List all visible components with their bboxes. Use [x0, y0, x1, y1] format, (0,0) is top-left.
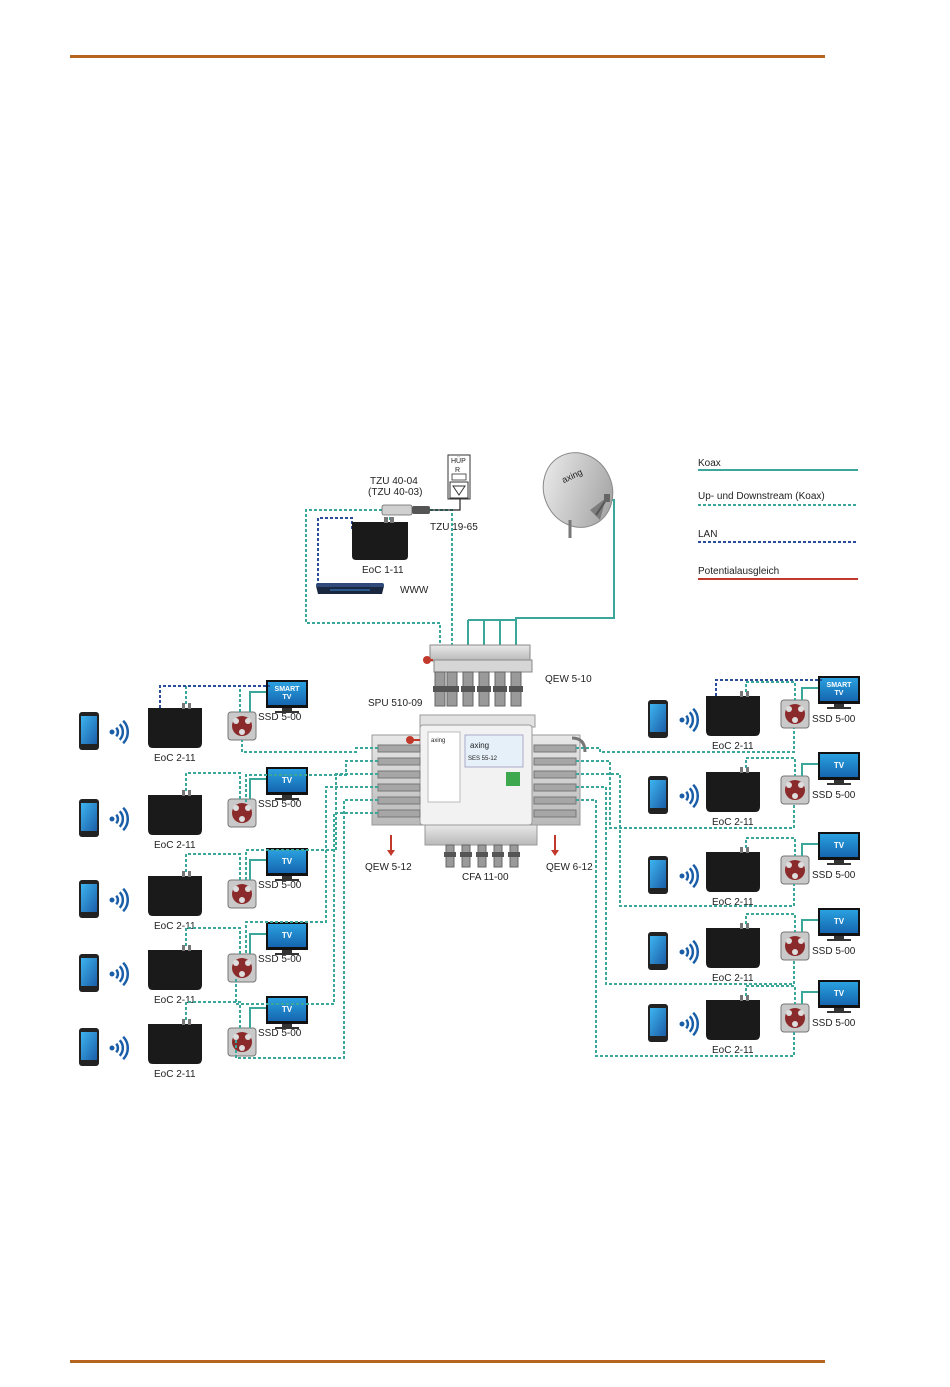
- satellite-dish: axing: [542, 452, 614, 538]
- left-unit-1-lan: [159, 685, 270, 708]
- eoc-left-1-label: EoC 2-11: [154, 753, 196, 764]
- legend-potential-label: Potentialausgleich: [698, 566, 779, 577]
- footer-rule: [70, 1360, 825, 1363]
- cfa-label: CFA 11-00: [462, 872, 509, 883]
- eoc-left-4-label: EoC 2-11: [154, 995, 196, 1006]
- left-unit-2: EoC 2-11 TV SSD 5-00: [79, 767, 308, 851]
- right-trunk-3: [576, 773, 795, 907]
- hup-sub-label: R: [455, 467, 460, 474]
- legend-updown-label: Up- und Downstream (Koax): [698, 491, 825, 502]
- right-trunk-5: [576, 799, 795, 1057]
- ssd-left-2-label: SSD 5-00: [258, 799, 302, 810]
- tv-left-3-label: TV: [282, 857, 293, 866]
- qew510-ground-block: [423, 644, 533, 673]
- qew512-label: QEW 5-12: [365, 862, 412, 873]
- multiswitch-brand: axing: [470, 741, 489, 750]
- right-unit-4: EoC 2-11 TV SSD 5-00: [648, 908, 860, 984]
- tzu4003-label: (TZU 40-03): [368, 487, 422, 498]
- ssd-left-4-label: SSD 5-00: [258, 954, 302, 965]
- right-unit-2: EoC 2-11 TV SSD 5-00: [648, 752, 860, 828]
- tzu4004-label: TZU 40-04: [370, 476, 418, 487]
- multiswitch-side-connectors: [377, 744, 577, 818]
- cfa-connectors: [444, 844, 520, 868]
- legend-lan-label: LAN: [698, 529, 717, 540]
- tv-right-2-label: TV: [834, 761, 845, 770]
- multiswitch-brand-small: axing: [431, 738, 445, 744]
- qew512-ground: [387, 835, 395, 856]
- qew612-label: QEW 6-12: [546, 862, 593, 873]
- left-trunk-4: [245, 786, 378, 954]
- left-trunk-2: [245, 760, 378, 803]
- eoc-left-5-label: EoC 2-11: [154, 1069, 196, 1080]
- eoc-main-device: [352, 517, 408, 560]
- tv-right-4-label: TV: [834, 917, 845, 926]
- eoc-right-3-label: EoC 2-11: [712, 897, 754, 908]
- ssd-left-1-label: SSD 5-00: [258, 712, 302, 723]
- multiswitch-top-connectors: [433, 671, 523, 707]
- eoc-right-5-label: EoC 2-11: [712, 1045, 754, 1056]
- www-label: WWW: [400, 585, 429, 596]
- eoc-right-2-label: EoC 2-11: [712, 817, 754, 828]
- trunk-lines: [235, 728, 795, 1059]
- ssd-left-3-label: SSD 5-00: [258, 880, 302, 891]
- tv-left-2-label: TV: [282, 776, 293, 785]
- cfa-block: [424, 824, 538, 846]
- spu-label: SPU 510-09: [368, 698, 423, 709]
- www-router: [316, 583, 384, 594]
- multiswitch: axing axing SES 55-12: [371, 714, 587, 826]
- right-unit-3: EoC 2-11 TV SSD 5-00: [648, 832, 860, 908]
- tv-right-3-label: TV: [834, 841, 845, 850]
- ssd-right-5-label: SSD 5-00: [812, 1018, 856, 1029]
- ssd-right-4-label: SSD 5-00: [812, 946, 856, 957]
- tv-right-5-label: TV: [834, 989, 845, 998]
- tzu1965-label: TZU 19-65: [430, 522, 478, 533]
- eoc-right-4-label: EoC 2-11: [712, 973, 754, 984]
- eoc-left-3-label: EoC 2-11: [154, 921, 196, 932]
- left-trunk-5: [235, 799, 378, 1059]
- tzu-splitter: [381, 504, 430, 516]
- multiswitch-model: SES 55-12: [468, 756, 498, 762]
- left-trunk-1: [241, 740, 378, 753]
- left-trunk-3: [245, 773, 378, 880]
- ssd-right-1-label: SSD 5-00: [812, 714, 856, 725]
- legend-koax-label: Koax: [698, 458, 721, 469]
- tv-left-5-label: TV: [282, 1005, 293, 1014]
- legend: Koax Up- und Downstream (Koax) LAN Poten…: [698, 458, 858, 580]
- qew612-ground: [551, 835, 559, 856]
- ssd-right-2-label: SSD 5-00: [812, 790, 856, 801]
- right-trunk-1: [576, 728, 795, 753]
- amplifier-icon: [452, 485, 466, 496]
- right-unit-5: EoC 2-11 TV SSD 5-00: [648, 980, 860, 1056]
- hup-label: HÜP: [451, 457, 466, 465]
- hup-box: HÜP R: [447, 454, 471, 500]
- left-unit-3: EoC 2-11 TV SSD 5-00: [79, 848, 308, 932]
- eoc-left-2-label: EoC 2-11: [154, 840, 196, 851]
- right-trunk-4: [576, 786, 795, 985]
- right-trunk-2: [576, 760, 795, 829]
- eoc-main-label: EoC 1-11: [362, 565, 404, 576]
- header-rule: [70, 55, 825, 58]
- qew510-label: QEW 5-10: [545, 674, 592, 685]
- left-trunk-extra-1: [235, 812, 378, 1005]
- eoc-right-1-label: EoC 2-11: [712, 741, 754, 752]
- right-unit-1-lan: [715, 679, 822, 696]
- ssd-left-5-label: SSD 5-00: [258, 1028, 302, 1039]
- tv-left-4-label: TV: [282, 931, 293, 940]
- ssd-right-3-label: SSD 5-00: [812, 870, 856, 881]
